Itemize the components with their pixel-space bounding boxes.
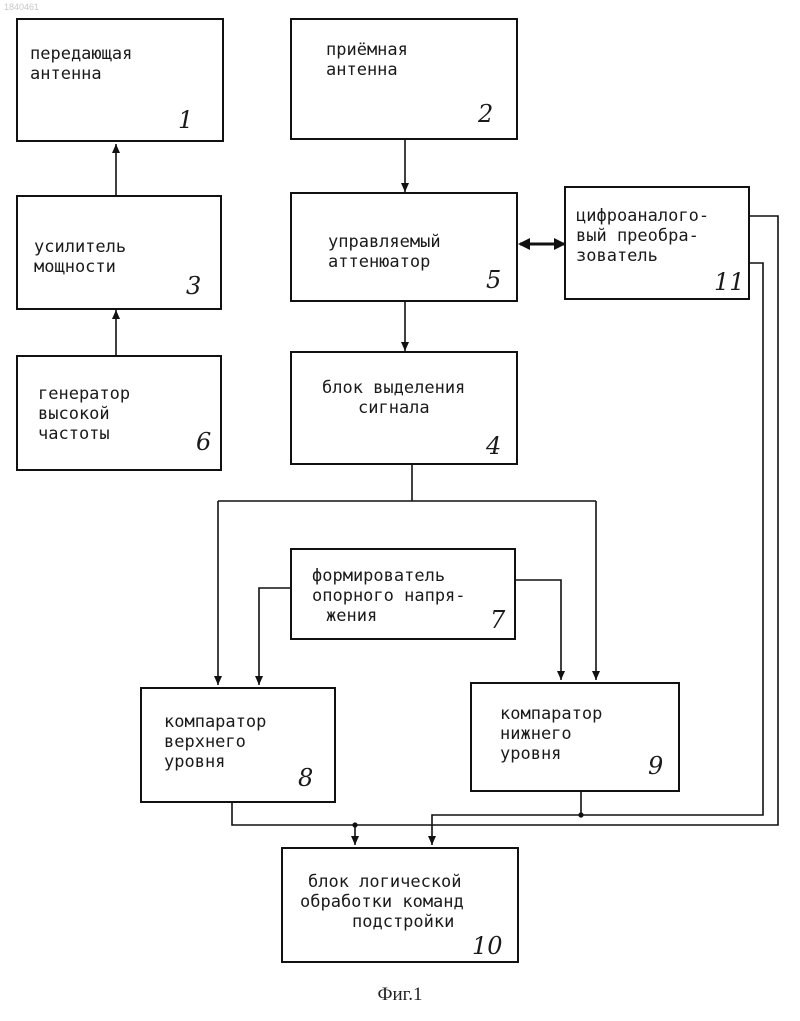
- block-7-label-line2: опорного напря-: [312, 586, 466, 606]
- block-3-number: 3: [186, 272, 201, 300]
- block-11-label-line3: зователь: [576, 246, 658, 266]
- block-11-number: 11: [714, 268, 745, 296]
- block-5-number: 5: [486, 266, 501, 294]
- block-10-label-line3: подстройки: [352, 912, 454, 932]
- block-8-label-line1: компаратор: [164, 712, 266, 732]
- block-7-number: 7: [490, 606, 505, 634]
- block-7-label-line1: формирователь: [312, 566, 445, 586]
- block-5-label-line1: управляемый: [328, 232, 441, 252]
- block-10-label-line1: блок логической: [308, 872, 462, 892]
- block-9-label-line3: уровня: [500, 744, 561, 764]
- block-1-label-line2: антенна: [30, 64, 102, 84]
- block-8-label-line2: верхнего: [164, 732, 246, 752]
- block-2-number: 2: [478, 100, 493, 128]
- block-11-label-line1: цифроаналого-: [576, 206, 709, 226]
- block-2-label-line2: антенна: [326, 60, 398, 80]
- block-3-label-line2: мощности: [34, 257, 116, 277]
- wire-ref-to-lower-comp: [515, 580, 561, 680]
- block-6-label-line3: частоты: [38, 424, 110, 444]
- block-6-label-line2: высокой: [38, 404, 110, 424]
- block-3-label-line1: усилитель: [34, 237, 126, 257]
- wire-lower-comp-to-logic: [432, 792, 581, 845]
- block-10-number: 10: [472, 932, 503, 960]
- wire-upper-comp-to-logic: [232, 803, 355, 845]
- block-4-number: 4: [486, 432, 501, 460]
- block-2-label-line1: приёмная: [326, 40, 408, 60]
- block-6-label-line1: генератор: [38, 384, 130, 404]
- block-11-label-line2: вый преобра-: [576, 226, 699, 246]
- block-6-number: 6: [196, 428, 211, 456]
- figure-caption: Фиг.1: [0, 984, 800, 1006]
- block-8-label-line3: уровня: [164, 752, 225, 772]
- block-7-label-line3: жения: [326, 606, 377, 626]
- block-9-label-line2: нижнего: [500, 724, 572, 744]
- block-9-label-line1: компаратор: [500, 704, 602, 724]
- block-1-number: 1: [178, 106, 193, 134]
- block-9-number: 9: [648, 752, 663, 780]
- wire-ref-to-upper-comp: [259, 588, 292, 685]
- block-10-label-line2: обработки команд: [300, 892, 464, 912]
- block-8-number: 8: [298, 764, 313, 792]
- block-1-label-line1: передающая: [30, 44, 132, 64]
- block-5-label-line2: аттенюатор: [328, 252, 430, 272]
- block-4-label-line2: сигнала: [358, 398, 430, 418]
- block-4-label-line1: блок выделения: [322, 378, 465, 398]
